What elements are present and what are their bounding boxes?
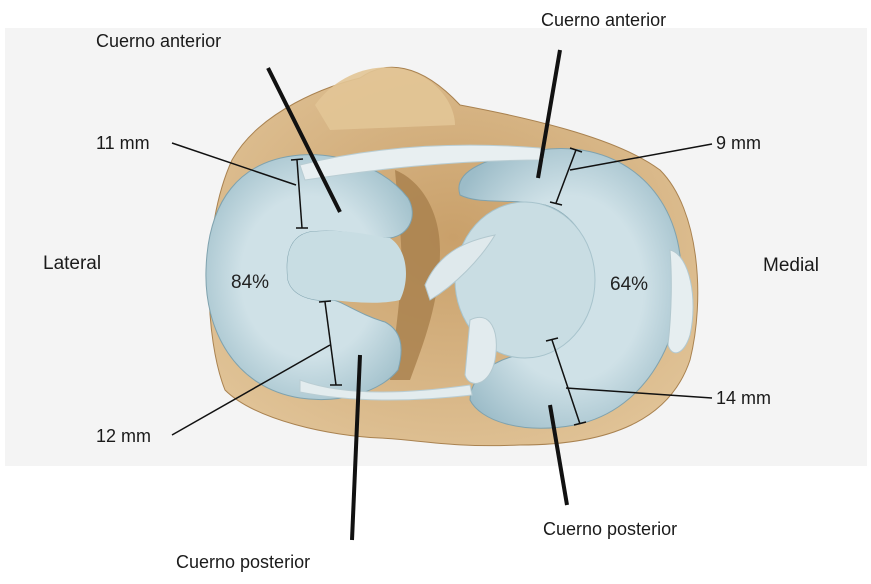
label-anterior-horn-medial: Cuerno anterior (541, 10, 666, 31)
label-11mm: 11 mm (96, 133, 150, 154)
label-lateral: Lateral (43, 253, 101, 275)
label-lateral-coverage: 84% (231, 272, 269, 294)
label-posterior-horn-medial: Cuerno posterior (543, 519, 677, 540)
label-14mm: 14 mm (716, 388, 771, 409)
label-12mm: 12 mm (96, 426, 151, 447)
label-medial-coverage: 64% (610, 274, 648, 296)
label-posterior-horn-lateral: Cuerno posterior (176, 552, 310, 573)
label-medial: Medial (763, 255, 819, 277)
lateral-articular-surface (287, 231, 406, 303)
label-9mm: 9 mm (716, 133, 761, 154)
label-anterior-horn-lateral: Cuerno anterior (96, 31, 221, 52)
